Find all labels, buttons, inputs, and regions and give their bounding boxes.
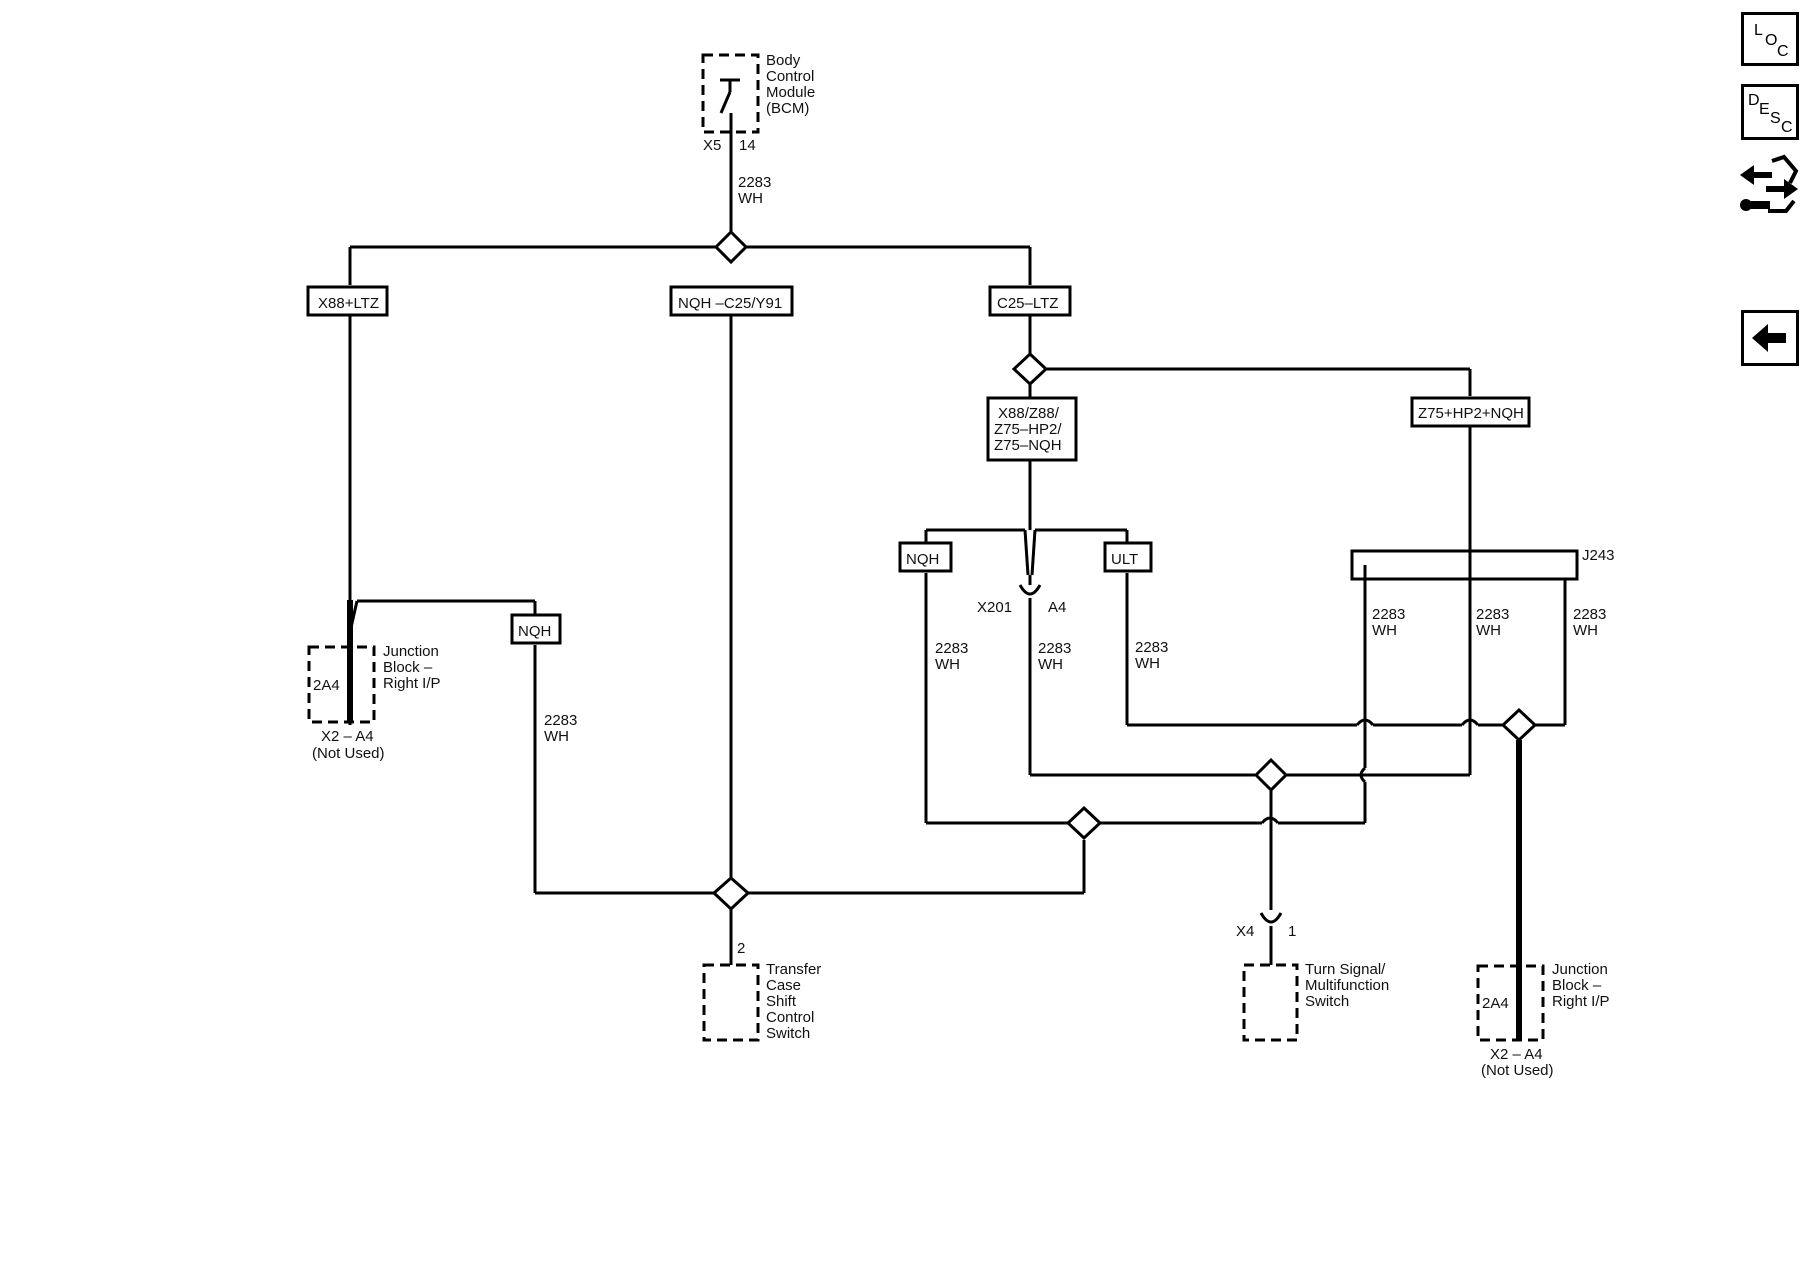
bcm-label-1: Body xyxy=(766,52,801,69)
wire-nqh-left-circuit: 2283 xyxy=(544,712,577,729)
wire-bcm-circuit: 2283 xyxy=(738,174,771,191)
loc-letter-l: L xyxy=(1754,22,1763,39)
wire-bcm-color: WH xyxy=(738,190,763,207)
loc-button[interactable]: L O C xyxy=(1741,12,1799,66)
j243-label: J243 xyxy=(1582,547,1615,564)
transfer-label-3: Shift xyxy=(766,993,797,1010)
wire-ult-circuit: 2283 xyxy=(1135,639,1168,656)
jb-right-connector: X2 – A4 xyxy=(1490,1046,1543,1063)
wire-j243-b-circuit: 2283 xyxy=(1476,606,1509,623)
splice-top xyxy=(713,229,749,265)
bcm-label-4: (BCM) xyxy=(766,100,809,117)
bcm-label-2: Control xyxy=(766,68,814,85)
option-x88-ltz: X88+LTZ xyxy=(318,295,379,312)
desc-letter-e: E xyxy=(1759,101,1770,118)
x201-pin: A4 xyxy=(1048,599,1066,616)
bcm-pin: 14 xyxy=(739,137,756,154)
option-x88-z88-3: Z75–NQH xyxy=(994,437,1062,454)
transfer-pin: 2 xyxy=(737,940,745,957)
transfer-label-1: Transfer xyxy=(766,961,821,978)
splice-transfer xyxy=(711,875,751,912)
wire-j243-b-color: WH xyxy=(1476,622,1501,639)
wire-x201-color: WH xyxy=(1038,656,1063,673)
option-nqh-left: NQH xyxy=(518,623,551,640)
wire-nqh-left-color: WH xyxy=(544,728,569,745)
desc-letter-d: D xyxy=(1748,92,1760,109)
option-nqh-c25-y91: NQH –C25/Y91 xyxy=(678,295,782,312)
wire-j243-a-circuit: 2283 xyxy=(1372,606,1405,623)
turn-signal-pin: 1 xyxy=(1288,923,1296,940)
splice-nqh xyxy=(1065,805,1103,841)
jb-right-note: (Not Used) xyxy=(1481,1062,1554,1079)
wire-j243-a-color: WH xyxy=(1372,622,1397,639)
option-c25-ltz: C25–LTZ xyxy=(997,295,1058,312)
connector-tool-icon[interactable] xyxy=(1738,153,1800,223)
option-nqh-mid: NQH xyxy=(906,551,939,568)
option-x88-z88-1: X88/Z88/ xyxy=(998,405,1060,422)
option-x88-z88-2: Z75–HP2/ xyxy=(994,421,1062,438)
turn-signal-connector: X4 xyxy=(1236,923,1254,940)
bcm-component xyxy=(701,53,760,134)
transfer-label-2: Case xyxy=(766,977,801,994)
wire-x201-circuit: 2283 xyxy=(1038,640,1071,657)
turn-signal-label-1: Turn Signal/ xyxy=(1305,961,1386,978)
jb-left-label-1: Junction xyxy=(383,643,439,660)
turn-signal-label-2: Multifunction xyxy=(1305,977,1389,994)
wire-j243-c-color: WH xyxy=(1573,622,1598,639)
bcm-label-3: Module xyxy=(766,84,815,101)
jb-right-label-3: Right I/P xyxy=(1552,993,1610,1010)
loc-letter-o: O xyxy=(1765,32,1777,49)
jb-left-label-3: Right I/P xyxy=(383,675,441,692)
splice-x201 xyxy=(1253,757,1289,793)
jb-left-label-2: Block – xyxy=(383,659,433,676)
transfer-label-4: Control xyxy=(766,1009,814,1026)
option-z75-hp2-nqh: Z75+HP2+NQH xyxy=(1418,405,1524,422)
jb-left-inner: 2A4 xyxy=(313,677,340,694)
bcm-connector: X5 xyxy=(703,137,721,154)
turn-signal-label-3: Switch xyxy=(1305,993,1349,1010)
splice-jb-right xyxy=(1500,707,1538,743)
back-button[interactable] xyxy=(1741,310,1799,366)
transfer-label-5: Switch xyxy=(766,1025,810,1042)
splice-c25 xyxy=(1011,351,1049,387)
loc-letter-c: C xyxy=(1777,43,1789,60)
jb-left-note: (Not Used) xyxy=(312,745,385,762)
desc-letter-s: S xyxy=(1770,110,1781,127)
wire-nqh-mid-color: WH xyxy=(935,656,960,673)
option-ult: ULT xyxy=(1111,551,1138,568)
wire-j243-c-circuit: 2283 xyxy=(1573,606,1606,623)
jb-right-label-2: Block – xyxy=(1552,977,1602,994)
jb-right-label-1: Junction xyxy=(1552,961,1608,978)
desc-button[interactable]: D E S C xyxy=(1741,84,1799,140)
back-arrow-icon xyxy=(1752,324,1786,352)
desc-letter-c: C xyxy=(1781,119,1793,136)
wire-ult-color: WH xyxy=(1135,655,1160,672)
wire-nqh-mid-circuit: 2283 xyxy=(935,640,968,657)
x201-connector: X201 xyxy=(977,599,1012,616)
jb-left-connector: X2 – A4 xyxy=(321,728,374,745)
jb-right-inner: 2A4 xyxy=(1482,995,1509,1012)
